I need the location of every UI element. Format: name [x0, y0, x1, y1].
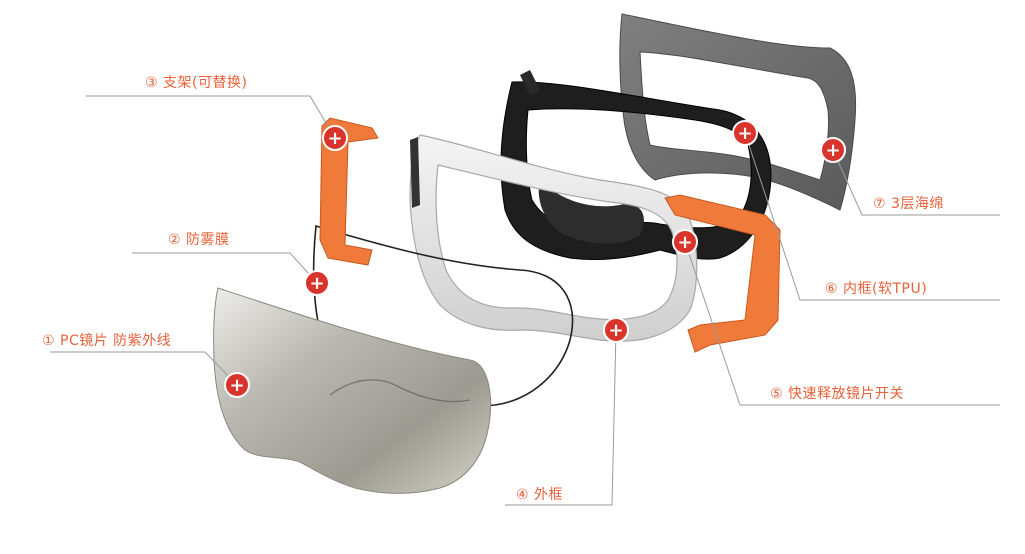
hotspot-anti-fog[interactable]: + — [304, 270, 330, 296]
hotspot-outer-frame[interactable]: + — [603, 317, 629, 343]
svg-text:+: + — [327, 128, 342, 149]
svg-text:+: + — [825, 140, 840, 161]
svg-text:+: + — [608, 320, 623, 341]
hotspot-pc-lens[interactable]: + — [224, 372, 250, 398]
callout-inner-frame: ⑥ 内框(软TPU) — [825, 281, 928, 297]
leader-line-foam — [832, 149, 1000, 216]
svg-text:+: + — [309, 273, 324, 294]
bracket-right-part — [664, 194, 781, 353]
svg-text:+: + — [737, 123, 752, 144]
callout-anti-fog: ② 防雾膜 — [168, 232, 230, 248]
leader-line-outer-frame — [505, 329, 617, 506]
callout-pc-lens: ① PC镜片 防紫外线 — [42, 333, 172, 349]
hotspot-bracket[interactable]: + — [322, 125, 348, 151]
leader-line-anti-fog — [132, 252, 318, 284]
leader-lines — [50, 95, 1000, 506]
bracket-left-part — [319, 117, 379, 266]
leader-line-inner-frame — [744, 132, 1000, 301]
hotspot-inner-frame[interactable]: + — [732, 120, 758, 146]
leader-line-quick-release — [684, 241, 1000, 406]
leader-line-bracket — [86, 95, 336, 139]
hotspot-foam[interactable]: + — [820, 137, 846, 163]
inner-frame-part — [500, 70, 772, 261]
leader-line-pc-lens — [50, 351, 238, 386]
svg-text:+: + — [677, 232, 692, 253]
callout-quick-release: ⑤ 快速释放镜片开关 — [770, 386, 905, 402]
pc-lens-part — [213, 287, 492, 494]
callout-outer-frame: ④ 外框 — [516, 487, 564, 503]
callout-bracket: ③ 支架(可替换) — [145, 75, 248, 91]
svg-text:+: + — [229, 375, 244, 396]
hotspot-quick-release[interactable]: + — [672, 229, 698, 255]
callout-foam: ⑦ 3层海绵 — [873, 196, 944, 212]
